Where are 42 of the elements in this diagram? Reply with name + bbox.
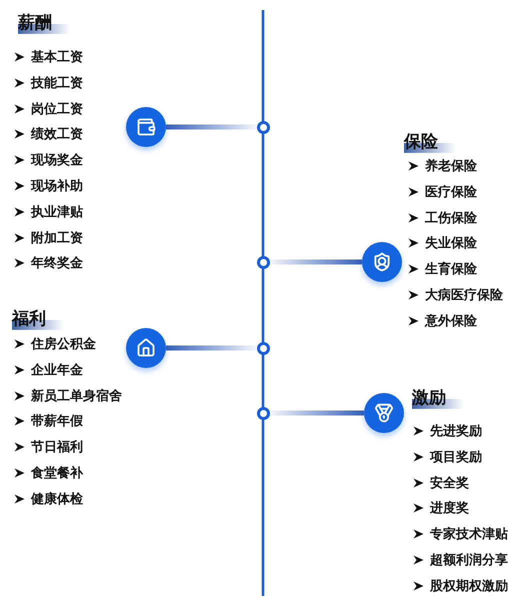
list-item: 岗位工资 bbox=[31, 100, 83, 118]
list-item: 企业年金 bbox=[31, 362, 83, 379]
list-item: 基本工资 bbox=[31, 49, 83, 66]
list-item: 项目奖励 bbox=[430, 448, 482, 466]
list-item: 住房公积金 bbox=[31, 336, 96, 353]
list-item: 现场补助 bbox=[31, 178, 83, 195]
list-item: 食堂餐补 bbox=[31, 464, 83, 482]
list-item: 股权期权激励 bbox=[430, 578, 508, 595]
list-item: 附加工资 bbox=[31, 230, 83, 247]
list-item: 先进奖励 bbox=[430, 423, 482, 440]
list-item: 带薪年假 bbox=[31, 413, 83, 430]
list-item: 生育保险 bbox=[425, 260, 477, 278]
list-item: 专家技术津贴 bbox=[430, 526, 508, 544]
list-item: 超额利润分享 bbox=[430, 552, 508, 569]
icon-circle bbox=[364, 393, 404, 433]
list-item: 年终奖金 bbox=[31, 255, 83, 272]
list-item: 节日福利 bbox=[31, 439, 83, 456]
list-item: 健康体检 bbox=[31, 490, 83, 508]
list-item: 执业津贴 bbox=[31, 204, 83, 221]
list-item: 意外保险 bbox=[425, 312, 477, 330]
timeline-dot bbox=[256, 406, 270, 420]
list-item: 大病医疗保险 bbox=[425, 286, 503, 304]
connector-line bbox=[166, 346, 256, 350]
list-item: 进度奖 bbox=[430, 500, 469, 518]
list-item: 养老保险 bbox=[425, 158, 477, 175]
timeline-dot bbox=[256, 342, 270, 354]
list-item: 安全奖 bbox=[430, 474, 469, 492]
timeline-dot bbox=[256, 120, 270, 134]
icon-circle bbox=[362, 242, 402, 282]
connector-line bbox=[270, 410, 364, 416]
icon-circle bbox=[126, 107, 166, 147]
list-item: 工伤保险 bbox=[425, 210, 477, 227]
list-item: 医疗保险 bbox=[425, 184, 477, 201]
list-item: 技能工资 bbox=[31, 74, 83, 92]
list-item: 绩效工资 bbox=[31, 126, 83, 144]
list-item: 新员工单身宿舍 bbox=[31, 388, 122, 405]
list-item: 现场奖金 bbox=[31, 152, 83, 170]
connector-line bbox=[166, 124, 256, 130]
icon-circle bbox=[126, 328, 166, 368]
connector-line bbox=[270, 260, 362, 264]
list-item: 失业保险 bbox=[425, 235, 477, 252]
timeline-dot bbox=[256, 256, 270, 268]
